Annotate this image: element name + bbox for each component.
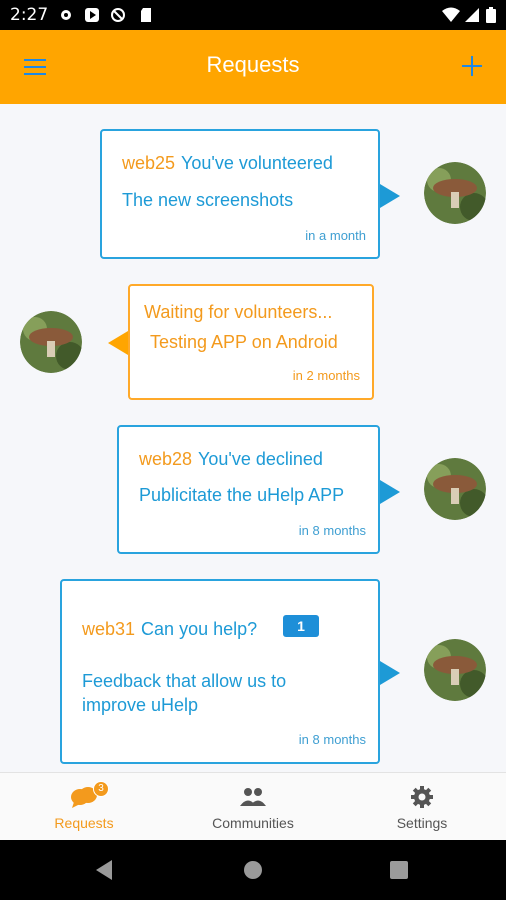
request-time: in a month (305, 228, 366, 243)
bottom-navigation: 3 Requests Communities Settings (0, 772, 506, 841)
nav-settings-label: Settings (396, 815, 448, 831)
request-title: Testing APP on Android (150, 332, 338, 352)
battery-icon (486, 7, 496, 23)
settings-icon (61, 10, 71, 20)
user-avatar[interactable] (20, 311, 82, 373)
chat-bubbles-icon (71, 787, 97, 808)
add-request-icon[interactable] (460, 54, 484, 78)
nav-requests-label: Requests (54, 815, 114, 831)
request-time: in 8 months (298, 732, 366, 747)
nav-settings[interactable]: Settings (338, 773, 506, 841)
request-user: web31 (82, 619, 136, 639)
user-avatar[interactable] (424, 639, 486, 701)
wifi-icon (442, 7, 460, 22)
request-title-line1: Feedback that allow us to (82, 671, 287, 691)
request-status: You've declined (198, 449, 323, 469)
request-time: in 2 months (292, 368, 360, 383)
request-time: in 8 months (298, 523, 366, 538)
blocked-icon (111, 8, 125, 22)
request-title: The new screenshots (122, 190, 294, 210)
bubble-pointer (380, 184, 400, 208)
request-user: web25 (122, 153, 176, 173)
request-title-line2: improve uHelp (82, 695, 199, 715)
app-bar: Requests (0, 30, 506, 104)
people-icon (240, 788, 266, 806)
message-count-badge: 1 (283, 615, 319, 637)
request-status: Waiting for volunteers... (144, 302, 333, 322)
page-title: Requests (206, 52, 300, 77)
system-navigation-bar (0, 840, 506, 900)
menu-icon[interactable] (24, 57, 48, 77)
bubble-pointer (380, 480, 400, 504)
nav-communities[interactable]: Communities (169, 773, 337, 841)
home-icon[interactable] (244, 861, 262, 879)
request-title: Publicitate the uHelp APP (139, 485, 345, 505)
request-user: web28 (139, 449, 193, 469)
user-avatar[interactable] (424, 162, 486, 224)
bubble-pointer (108, 331, 128, 355)
status-bar: 2:27 (0, 0, 506, 30)
play-icon (85, 8, 99, 22)
request-card[interactable]: Waiting for volunteers... Testing APP on… (128, 284, 374, 400)
status-time: 2:27 (10, 5, 49, 25)
nav-requests[interactable]: 3 Requests (0, 773, 168, 841)
recent-apps-icon[interactable] (390, 861, 408, 879)
signal-icon (465, 8, 479, 22)
request-status: Can you help? (141, 619, 258, 639)
requests-badge: 3 (93, 781, 109, 797)
user-avatar[interactable] (424, 458, 486, 520)
back-icon[interactable] (96, 860, 112, 880)
gear-icon (411, 786, 433, 808)
sd-card-icon (141, 8, 151, 22)
bubble-pointer (380, 661, 400, 685)
nav-communities-label: Communities (212, 815, 294, 831)
request-status: You've volunteered (181, 153, 333, 173)
